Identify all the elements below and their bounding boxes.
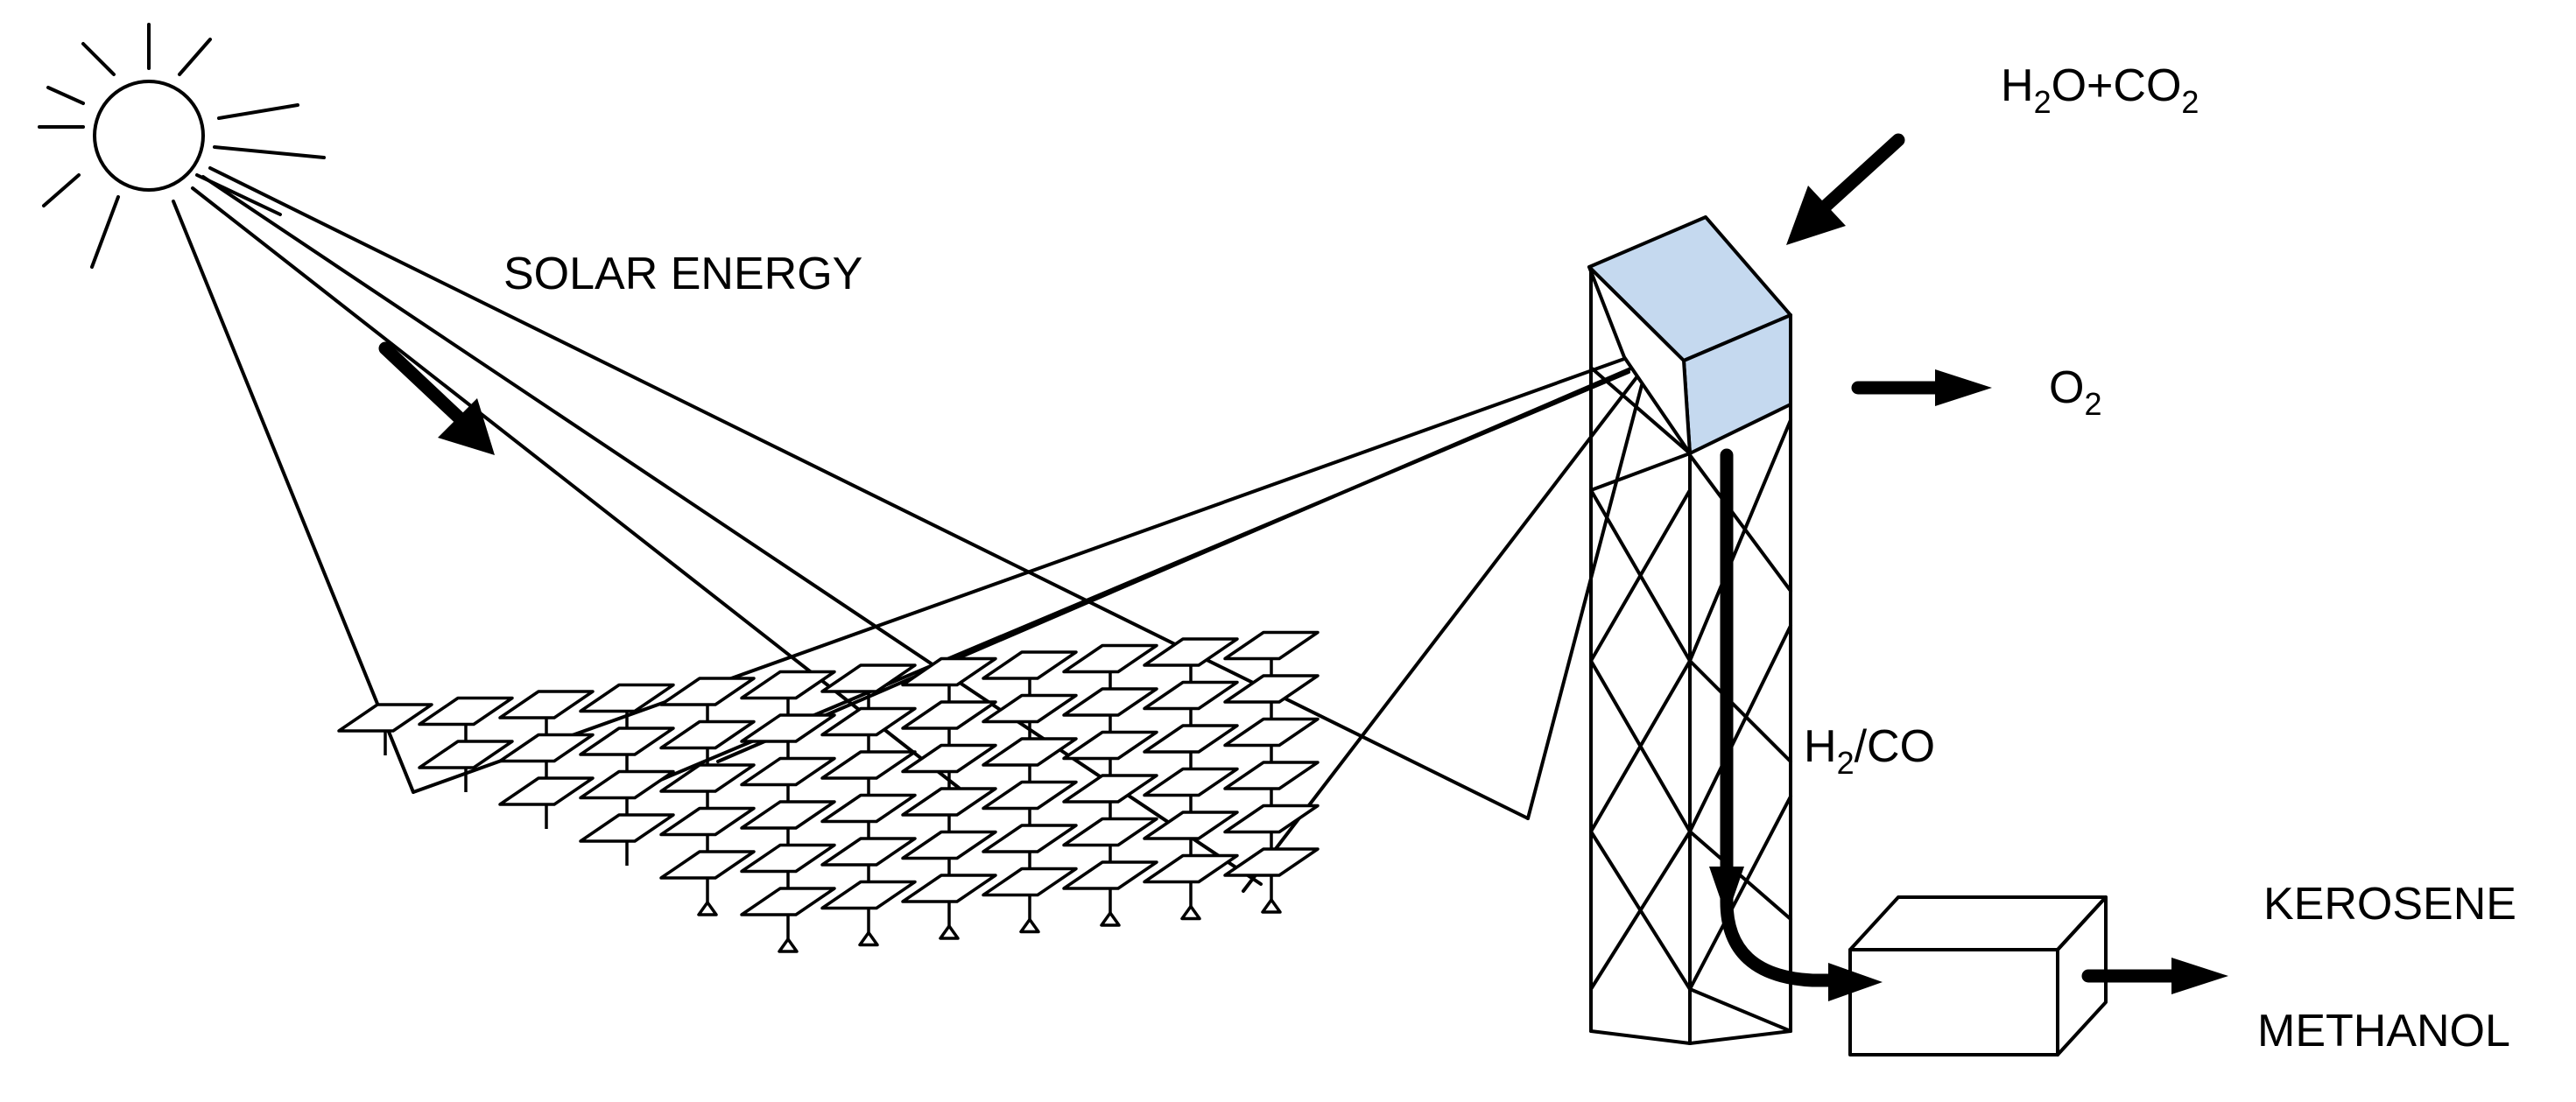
- heliostat-mirror: [337, 703, 433, 755]
- heliostat-field: [337, 630, 1320, 953]
- feed-label: H2O+CO2: [2001, 60, 2199, 120]
- solar-energy-arrow: [378, 341, 495, 455]
- heliostat-mirror: [579, 813, 675, 866]
- heliostat-mirror: [1143, 853, 1239, 921]
- oxygen-output-arrow: [1851, 369, 1992, 406]
- solar-energy-label: SOLAR ENERGY: [503, 249, 862, 299]
- heliostat-mirror: [418, 740, 514, 792]
- heliostat-mirror: [659, 850, 756, 916]
- heliostat-mirror: [1062, 860, 1158, 927]
- heliostat-mirror: [740, 887, 836, 953]
- heliostat-mirror: [982, 867, 1078, 934]
- solar-tower: [1589, 268, 1792, 1045]
- reactor-aperture: [1587, 265, 1692, 455]
- product-output-arrow: [2081, 958, 2228, 994]
- feed-input-arrow: [1786, 133, 1905, 245]
- heliostat-mirror: [820, 880, 917, 947]
- methanol-label: METHANOL: [2257, 1006, 2510, 1056]
- oxygen-label: O2: [2049, 362, 2101, 422]
- kerosene-label: KEROSENE: [2263, 879, 2516, 930]
- fuel-converter-box: [1848, 895, 2108, 1056]
- heliostat-mirror: [498, 776, 595, 829]
- heliostat-mirror: [1223, 847, 1320, 914]
- heliostat-mirror: [901, 874, 997, 940]
- solar-reactor: [1587, 215, 1792, 455]
- syngas-label: H2/CO: [1804, 721, 1935, 781]
- syngas-flow-arrow: [1709, 448, 1883, 1001]
